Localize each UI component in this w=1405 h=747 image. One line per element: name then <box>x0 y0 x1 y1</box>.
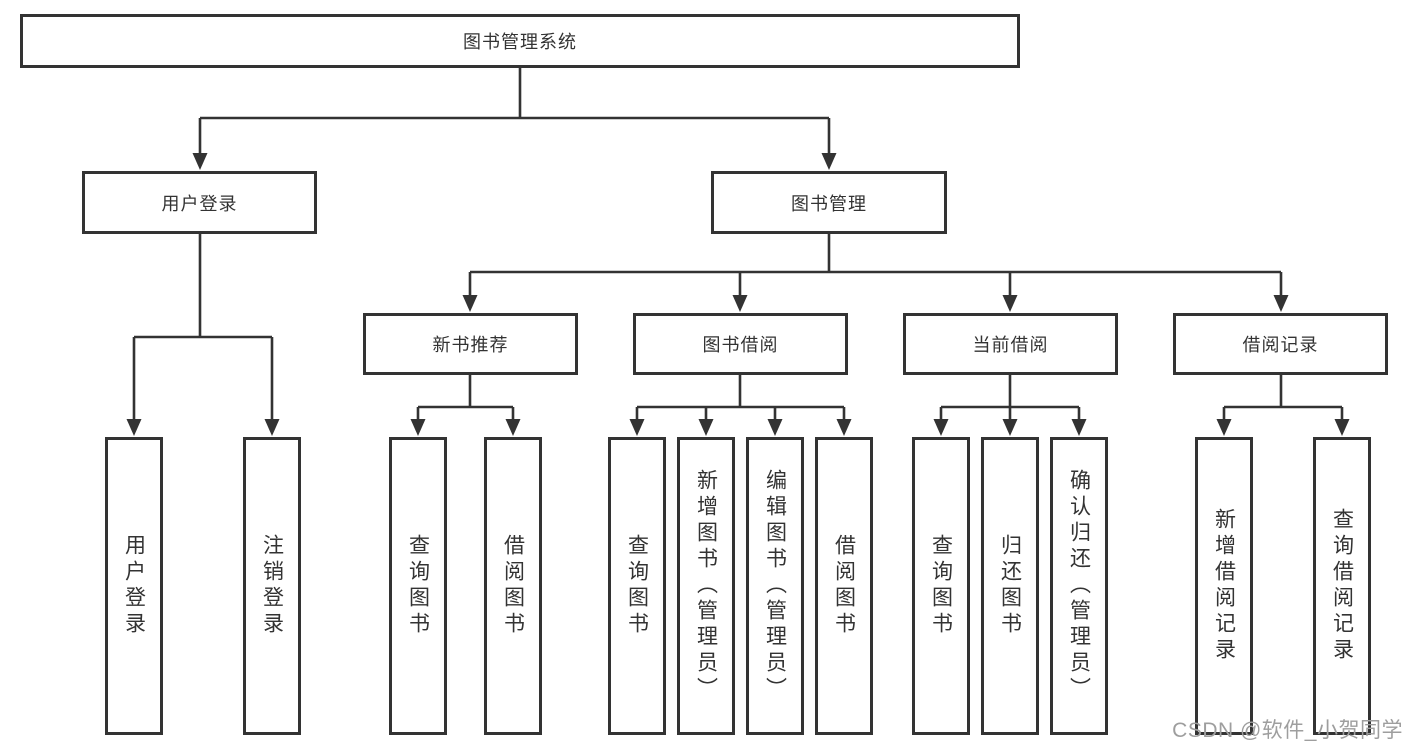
leaf-query-books-recommend: 查询图书 <box>389 437 447 735</box>
leaf-confirm-return-admin: 确认归还（管理员） <box>1050 437 1108 735</box>
node-user-login: 用户登录 <box>82 171 317 234</box>
arrowhead <box>767 419 783 436</box>
leaf-query-books-current: 查询图书 <box>912 437 970 735</box>
arrowhead <box>264 419 280 436</box>
connector-group-records <box>1222 375 1344 422</box>
node-borrow-records: 借阅记录 <box>1173 313 1388 375</box>
leaf-logout: 注销登录 <box>243 437 301 735</box>
leaf-add-books-admin: 新增图书（管理员） <box>677 437 735 735</box>
arrowhead <box>1071 419 1087 436</box>
arrowhead <box>698 419 714 436</box>
arrowhead <box>410 419 426 436</box>
arrowhead <box>1273 295 1289 312</box>
leaf-query-books-borrow: 查询图书 <box>608 437 666 735</box>
leaf-borrow-books-recommend: 借阅图书 <box>484 437 542 735</box>
node-new-book-recommend: 新书推荐 <box>363 313 578 375</box>
connector-group-borrow <box>635 375 846 422</box>
connector-group-recommend <box>416 375 515 422</box>
node-book-borrow: 图书借阅 <box>633 313 848 375</box>
arrowhead <box>126 419 142 436</box>
node-current-borrow: 当前借阅 <box>903 313 1118 375</box>
arrowhead <box>732 295 748 312</box>
leaf-user-login: 用户登录 <box>105 437 163 735</box>
arrowhead <box>1002 295 1018 312</box>
arrowhead <box>933 419 949 436</box>
connector-group-current <box>939 375 1081 422</box>
arrowhead <box>836 419 852 436</box>
leaf-query-borrow-record: 查询借阅记录 <box>1313 437 1371 735</box>
arrowhead <box>1334 419 1350 436</box>
csdn-watermark: CSDN @软件_小贺同学 <box>1172 719 1403 742</box>
arrowhead <box>1216 419 1232 436</box>
arrowhead <box>462 295 478 312</box>
arrowhead <box>629 419 645 436</box>
connector-root-to-branches <box>198 68 831 156</box>
node-root-system: 图书管理系统 <box>20 14 1020 68</box>
connector-mgmt-to-groups <box>468 234 1283 298</box>
leaf-add-borrow-record: 新增借阅记录 <box>1195 437 1253 735</box>
leaf-borrow-books: 借阅图书 <box>815 437 873 735</box>
leaf-edit-books-admin: 编辑图书（管理员） <box>746 437 804 735</box>
arrowhead <box>821 153 837 170</box>
node-book-management: 图书管理 <box>711 171 947 234</box>
connector-login-to-leaves <box>132 234 274 422</box>
leaf-return-books: 归还图书 <box>981 437 1039 735</box>
arrowhead <box>192 153 208 170</box>
arrowhead <box>505 419 521 436</box>
arrowhead <box>1002 419 1018 436</box>
